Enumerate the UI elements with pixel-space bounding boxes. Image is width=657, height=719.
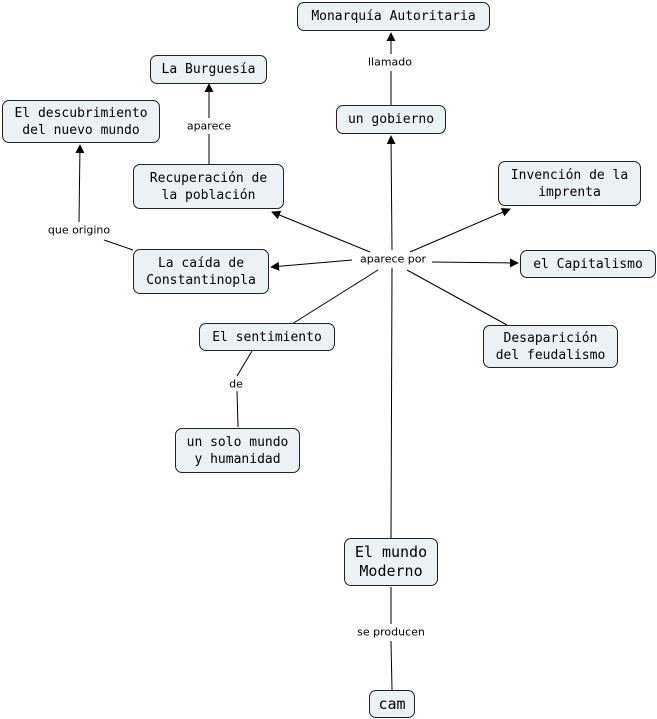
arrow-que-origino-descubrimiento [75,144,85,223]
link-se-producen-cam [390,640,393,691]
link-caida-que-origino [103,239,134,251]
arrow-aparece-por-recuperacion [271,210,371,253]
link-label-aparece: aparece [184,119,234,133]
node-el-mundo-moderno[interactable]: El mundo Moderno [344,538,438,586]
node-un-gobierno[interactable]: un gobierno [336,105,446,134]
link-label-llamado: llamado [365,55,415,69]
link-sentimiento-de [236,350,253,377]
node-caida-constantinopla[interactable]: La caída de Constantinopla [133,249,269,294]
node-invencion-imprenta[interactable]: Invención de la imprenta [498,161,641,206]
link-label-de: de [227,377,245,391]
arrow-aparece-por-gobierno [386,135,396,251]
link-label-aparece-por: aparece por [357,252,429,266]
link-aparece-por-sentimiento [291,269,379,325]
arrow-aparece-por-imprenta [409,208,511,253]
node-la-burguesia[interactable]: La Burguesía [150,55,267,84]
node-recuperacion-poblacion[interactable]: Recuperación de la población [133,164,284,209]
node-el-sentimiento[interactable]: El sentimiento [199,323,335,351]
arrow-aparece-por-capitalismo [431,258,519,268]
link-moderno-aparece-por [390,267,393,539]
link-aparece-por-desaparicion [406,269,508,326]
node-un-solo-mundo-humanidad[interactable]: un solo mundo y humanidad [175,428,300,473]
link-de-solo-mundo [236,390,239,428]
node-desaparicion-feudalismo[interactable]: Desaparición del feudalismo [483,325,618,368]
node-monarquia-autoritaria[interactable]: Monarquía Autoritaria [297,2,490,31]
node-cam[interactable]: cam [369,690,415,718]
link-label-que-origino: que origino [45,223,113,237]
node-descubrimiento-nuevo-mundo[interactable]: El descubrimiento del nuevo mundo [2,100,160,143]
link-label-se-producen: se producen [355,625,427,639]
node-el-capitalismo[interactable]: el Capitalismo [520,250,656,278]
arrow-aparece-por-caida [270,259,353,271]
